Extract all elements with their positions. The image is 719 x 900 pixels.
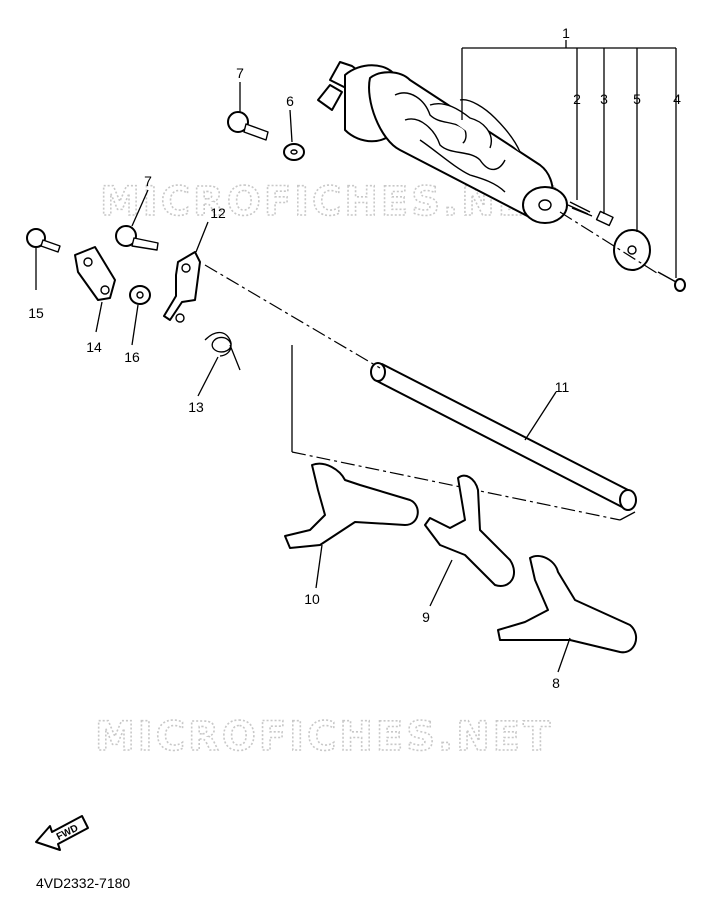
watermark-bottom: MICROFICHES.NET [95, 714, 553, 760]
shift-fork-shaft [370, 362, 637, 511]
callout-2: 2 [573, 91, 581, 107]
callout-7-middle: 7 [144, 173, 152, 189]
figure-code: 4VD2332-7180 [36, 875, 130, 891]
shift-fork-left [284, 462, 419, 549]
bolt-upper [227, 111, 269, 141]
callout-7-upper: 7 [236, 65, 244, 81]
stopper-lever [163, 251, 201, 323]
fork-axis-base [619, 511, 636, 521]
callout-15: 15 [28, 305, 44, 321]
assembly-axis-drum [559, 211, 661, 276]
callout-1: 1 [562, 25, 570, 41]
callout-16: 16 [124, 349, 140, 365]
callout-10: 10 [304, 591, 320, 607]
stopper-plate [613, 229, 651, 271]
callout-4: 4 [673, 91, 681, 107]
shift-fork-right [497, 554, 638, 654]
callout-8: 8 [552, 675, 560, 691]
segment [74, 246, 116, 301]
callout-labels: 1 2 3 5 4 7 6 7 12 15 14 16 13 11 10 9 8 [28, 25, 681, 691]
callout-9: 9 [422, 609, 430, 625]
spring-pin [567, 201, 593, 217]
forward-direction-arrow-icon: FWD [35, 815, 89, 851]
shift-fork-middle [424, 474, 515, 587]
washer [283, 143, 305, 161]
callout-5: 5 [633, 91, 641, 107]
callout-6: 6 [286, 93, 294, 109]
shift-drum [317, 61, 568, 224]
fork-axis-diagonal [291, 451, 621, 521]
assembly-axis [204, 264, 381, 369]
callout-13: 13 [188, 399, 204, 415]
callout-11: 11 [555, 379, 570, 395]
screw [657, 271, 686, 292]
bolt-left [26, 228, 61, 253]
callout-14: 14 [86, 339, 102, 355]
callout-3: 3 [600, 91, 608, 107]
bolt-middle [115, 225, 159, 251]
callout-12: 12 [210, 205, 226, 221]
detent-pin [595, 210, 614, 227]
torsion-spring [204, 331, 241, 371]
washer-16 [129, 285, 151, 305]
callout-leaders [35, 40, 677, 673]
